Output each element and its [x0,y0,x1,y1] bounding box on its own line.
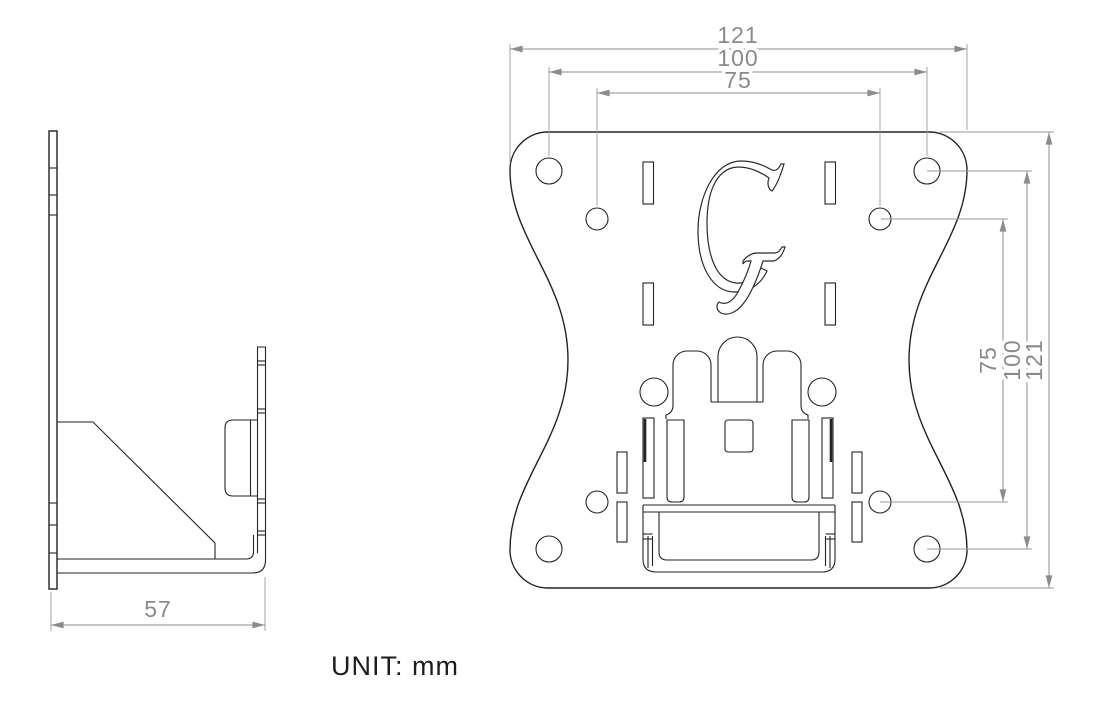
side-upright-plate [256,346,267,553]
latch-circle-left [639,377,669,407]
dim-height-75: 75 [975,346,1001,374]
side-depth-dimension: 57 [50,577,266,631]
logo-g-engraving: G [697,160,786,315]
latch-right-arch [762,350,809,419]
vesa-100-holes [535,157,941,563]
unit-note: UNIT: mm [331,651,459,681]
side-upright-ticks [257,360,266,536]
front-right-dimensions: 75 100 121 [880,131,1054,589]
latch-bottom-clip [642,504,836,573]
vesa-75-holes [585,207,892,514]
side-depth-dim-label: 57 [144,596,172,622]
side-wall-plate [48,130,58,590]
dim-width-121: 121 [717,22,758,48]
front-view: G [509,19,1054,589]
dim-width-100: 100 [717,45,758,71]
side-gusset [57,421,216,559]
dim-height-121: 121 [1021,339,1047,380]
dim-height-100: 100 [999,339,1025,380]
side-wall-plate-hole-ticks [49,167,57,554]
side-view: 57 [48,130,267,631]
side-arm-top [57,535,255,560]
latch-dome [717,336,758,402]
side-relief-slots [616,451,863,543]
upper-slots [642,161,837,326]
side-arm-upturn [57,553,267,574]
front-top-dimensions: 121 100 75 [509,19,968,206]
latch-left-arch [665,350,712,419]
latch-cutout [616,336,863,573]
side-slide-block [224,419,258,497]
latch-circle-right [807,377,837,407]
front-plate-outline [509,131,968,589]
latch-square-hole [724,419,754,453]
dim-width-75: 75 [724,67,752,93]
